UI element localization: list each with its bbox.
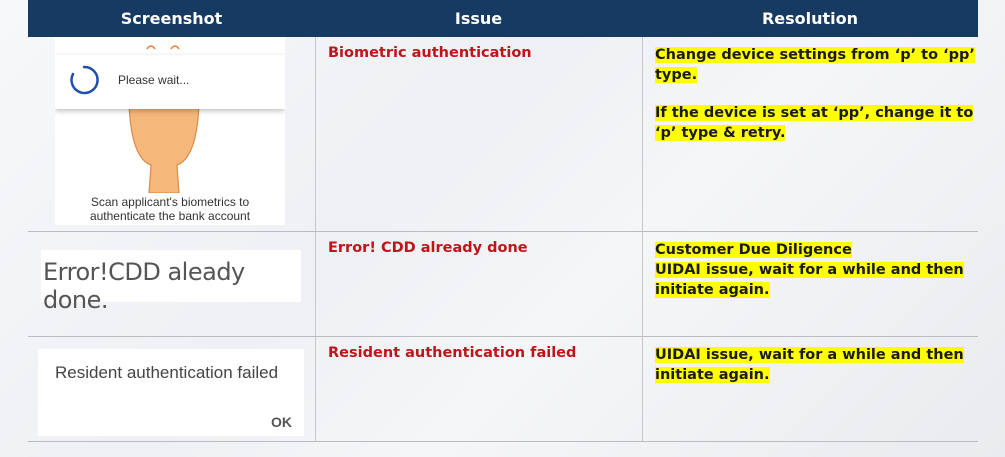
biometric-screenshot: Please wait... Scan applicant's biometri…: [55, 37, 285, 225]
issue-cell: Resident authentication failed: [315, 337, 642, 441]
table-header: Screenshot Issue Resolution: [28, 0, 978, 37]
resolution-line: Customer Due Diligence: [655, 242, 852, 258]
screenshot-cell: Please wait... Scan applicant's biometri…: [28, 37, 315, 231]
resolution-cell: UIDAI issue, wait for a while and then i…: [642, 337, 978, 441]
header-screenshot: Screenshot: [120, 9, 223, 28]
issue-text: Resident authentication failed: [328, 345, 577, 361]
auth-failed-screenshot: Resident authentication failed OK: [38, 349, 304, 436]
please-wait-dialog: Please wait...: [55, 55, 285, 109]
table-row: Resident authentication failed OK Reside…: [28, 337, 978, 442]
resolution-line: If the device is set at ‘pp’, change it …: [655, 105, 974, 141]
ok-button[interactable]: OK: [271, 414, 292, 430]
fingerprint-finger-icon: [128, 45, 200, 193]
header-issue: Issue: [454, 9, 503, 28]
header-resolution: Resolution: [761, 9, 859, 28]
scan-caption: Scan applicant's biometrics to authentic…: [55, 195, 285, 223]
issue-text: Error! CDD already done: [328, 240, 528, 256]
resolution-cell: Change device settings from ‘p’ to ‘pp’ …: [642, 37, 978, 231]
issue-cell: Error! CDD already done: [315, 232, 642, 336]
scan-caption-line1: Scan applicant's biometrics to: [90, 195, 250, 209]
resolution-line: UIDAI issue, wait for a while and then i…: [655, 347, 964, 383]
troubleshooting-table: Screenshot Issue Resolution Please wait.…: [28, 0, 978, 457]
resolution-text: Customer Due Diligence UIDAI issue, wait…: [655, 240, 975, 300]
issue-cell: Biometric authentication: [315, 37, 642, 231]
resolution-cell: Customer Due Diligence UIDAI issue, wait…: [642, 232, 978, 336]
resolution-text: UIDAI issue, wait for a while and then i…: [655, 345, 975, 385]
issue-text: Biometric authentication: [328, 45, 532, 61]
cdd-error-text: Error!CDD aleady done.: [43, 258, 245, 314]
resolution-line: Change device settings from ‘p’ to ‘pp’ …: [655, 47, 975, 83]
screenshot-cell: Resident authentication failed OK: [28, 337, 315, 441]
cdd-error-screenshot: Error!CDD aleady done.: [41, 250, 301, 314]
table-row: Error!CDD aleady done. Error! CDD alread…: [28, 232, 978, 337]
screenshot-cell: Error!CDD aleady done.: [28, 232, 315, 336]
table-row: Please wait... Scan applicant's biometri…: [28, 37, 978, 232]
scan-caption-line2: authenticate the bank account: [89, 209, 251, 223]
auth-failed-text: Resident authentication failed: [55, 363, 279, 382]
loading-spinner-icon: [70, 65, 99, 95]
please-wait-text: Please wait...: [118, 73, 190, 87]
resolution-line: UIDAI issue, wait for a while and then i…: [655, 262, 964, 298]
resolution-text: Change device settings from ‘p’ to ‘pp’ …: [655, 45, 975, 161]
